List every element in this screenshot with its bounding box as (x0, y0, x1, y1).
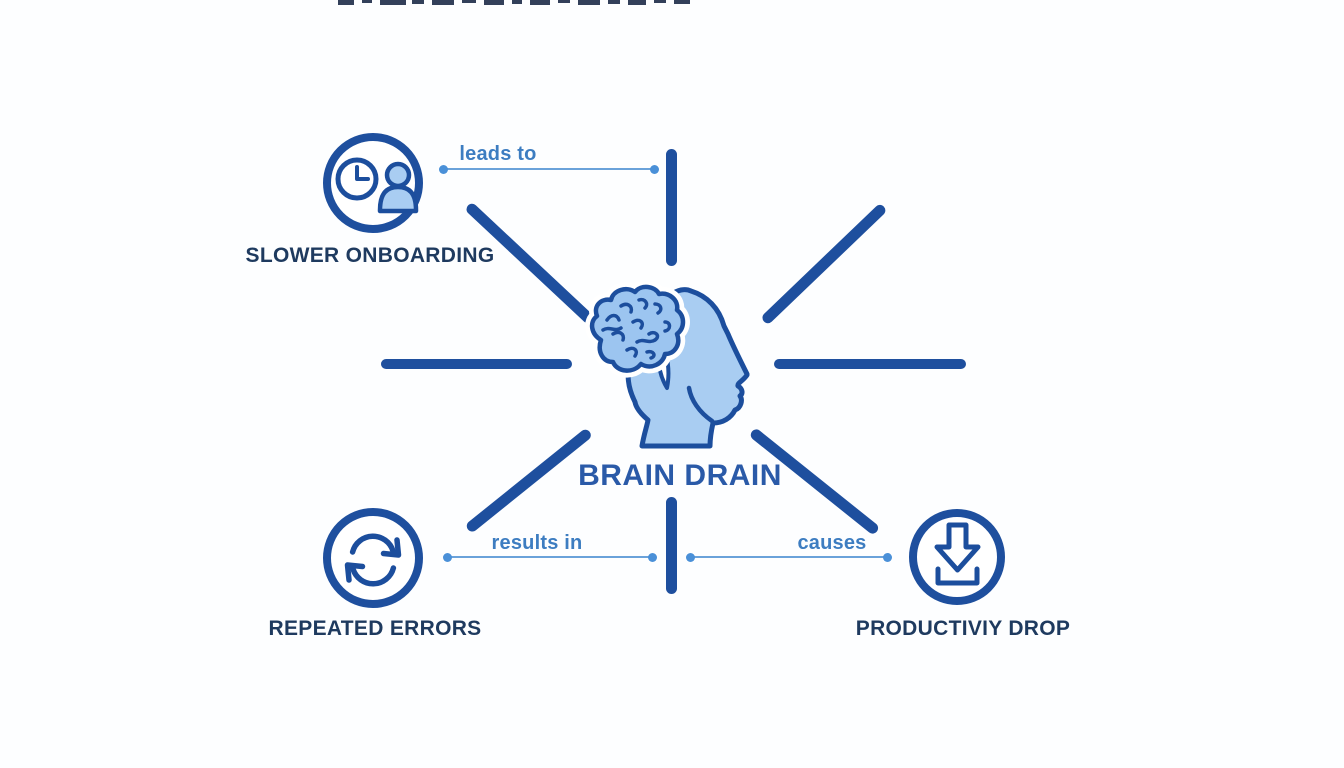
connector-line-results-in (447, 556, 653, 558)
sync-arrows-icon (344, 533, 402, 587)
ray-bottom (666, 497, 677, 594)
connector-label-leads-to: leads to (459, 143, 537, 165)
node-label-slower-onboarding: SLOWER ONBOARDING (245, 244, 495, 267)
node-label-productivity-drop: PRODUCTIVIY DROP (855, 617, 1071, 640)
ray-upper-right (760, 202, 888, 326)
ray-top (666, 149, 677, 266)
center-label: BRAIN DRAIN (578, 459, 782, 492)
download-arrow-icon (934, 522, 981, 586)
ray-left (381, 359, 572, 369)
connector-label-causes: causes (797, 532, 867, 554)
node-label-repeated-errors: REPEATED ERRORS (268, 617, 482, 640)
brain-lifting-from-head-icon (585, 282, 750, 449)
ray-right (774, 359, 966, 369)
connector-line-causes (690, 556, 888, 558)
connector-label-results-in: results in (491, 532, 583, 554)
node-circle-repeated-errors (323, 508, 423, 608)
connector-line-leads-to (443, 168, 655, 170)
clock-person-icon (335, 157, 419, 214)
